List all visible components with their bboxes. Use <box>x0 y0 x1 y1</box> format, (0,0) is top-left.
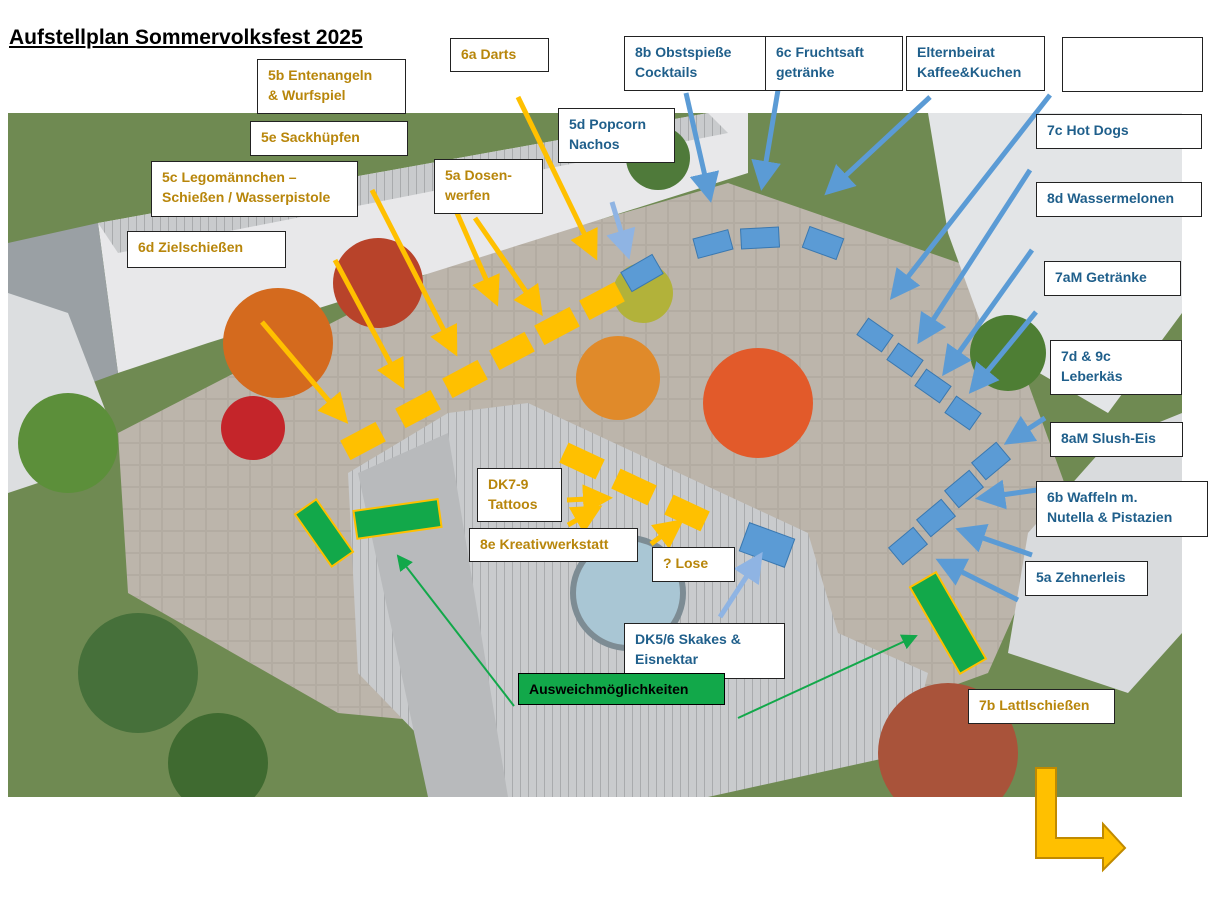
label-7am-getraenke: 7aM Getränke <box>1044 261 1181 296</box>
label-8am-slusheis: 8aM Slush-Eis <box>1050 422 1183 457</box>
page-title: Aufstellplan Sommervolksfest 2025 <box>9 26 363 49</box>
label-7d-9c-leberkaes: 7d & 9c Leberkäs <box>1050 340 1182 395</box>
label-5c-legomaennchen: 5c Legomännchen – Schießen / Wasserpisto… <box>151 161 358 217</box>
label-lose: ? Lose <box>652 547 735 582</box>
label-dk56-skakes: DK5/6 Skakes & Eisnektar <box>624 623 785 679</box>
label-5a-zehnerleis: 5a Zehnerleis <box>1025 561 1148 596</box>
label-empty-box <box>1062 37 1203 92</box>
label-5d-popcorn: 5d Popcorn Nachos <box>558 108 675 163</box>
label-6a-darts: 6a Darts <box>450 38 549 72</box>
label-6d-zielschiessen: 6d Zielschießen <box>127 231 286 268</box>
label-8d-wassermelonen: 8d Wassermelonen <box>1036 182 1202 217</box>
label-8e-kreativwerkstatt: 8e Kreativwerkstatt <box>469 528 638 562</box>
label-dk79-tattoos: DK7-9 Tattoos <box>477 468 562 522</box>
label-5e-sackhuepfen: 5e Sackhüpfen <box>250 121 408 156</box>
label-5a-dosenwerfen: 5a Dosen- werfen <box>434 159 543 214</box>
label-7c-hotdogs: 7c Hot Dogs <box>1036 114 1202 149</box>
label-7b-lattlschiessen: 7b Lattlschießen <box>968 689 1115 724</box>
label-5b-entenangeln: 5b Entenangeln & Wurfspiel <box>257 59 406 114</box>
label-6b-waffeln: 6b Waffeln m. Nutella & Pistazien <box>1036 481 1208 537</box>
label-6c-fruchtsaft: 6c Fruchtsaft getränke <box>765 36 903 91</box>
label-ausweich: Ausweichmöglichkeiten <box>518 673 725 705</box>
label-elternbeirat: Elternbeirat Kaffee&Kuchen <box>906 36 1045 91</box>
label-8b-obstspiesse: 8b Obstspieße Cocktails <box>624 36 766 91</box>
